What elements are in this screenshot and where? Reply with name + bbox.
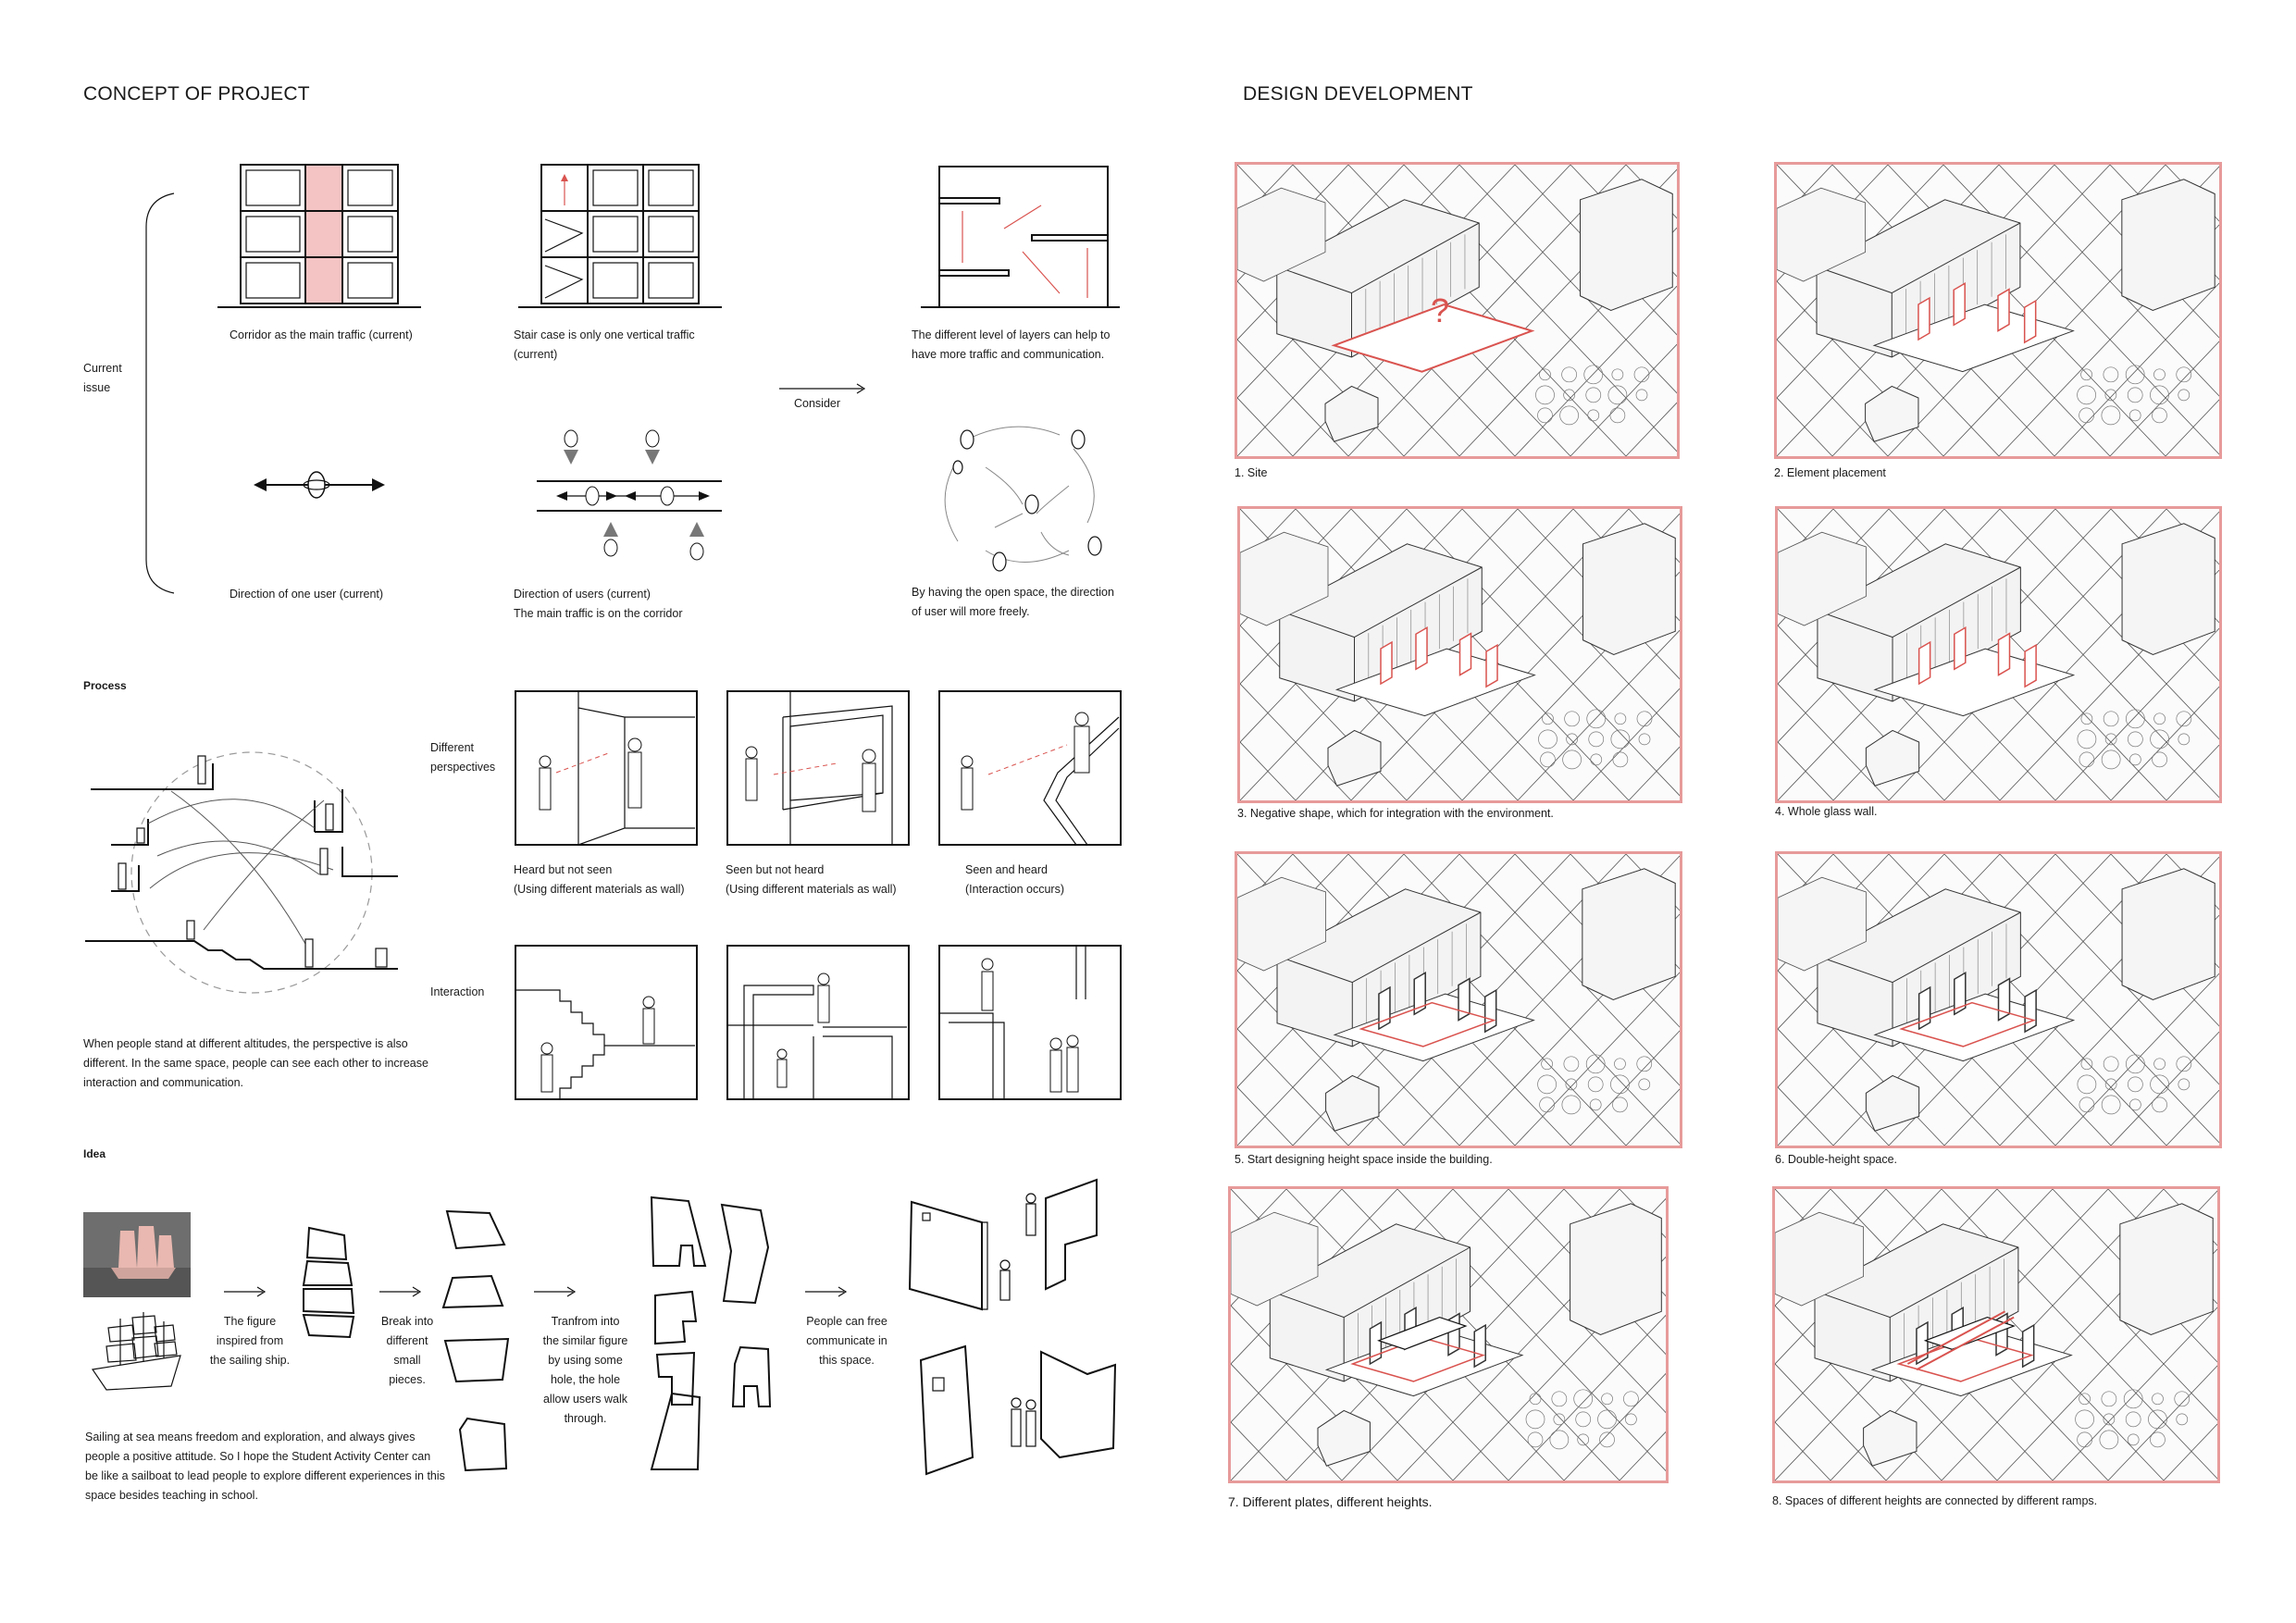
sailing-ship-photo: [83, 1212, 191, 1297]
concept-title: CONCEPT OF PROJECT: [83, 83, 310, 105]
step-4-caption: 4. Whole glass wall.: [1775, 805, 1877, 818]
step-5-caption: 5. Start designing height space inside t…: [1235, 1153, 1493, 1166]
step-8-ramps-drawing: [1772, 1186, 2220, 1483]
step-3-negative-shape-drawing: [1237, 506, 1682, 803]
caption-heard-not-seen: Heard but not seen (Using different mate…: [514, 861, 685, 899]
step-2-site-svg: [1777, 165, 2219, 456]
step-3-site-svg: [1240, 509, 1680, 800]
process-label: Process: [83, 679, 127, 692]
idea-arrow-3: [532, 1284, 578, 1299]
interaction-label: Interaction: [430, 983, 484, 1002]
step-1-site-svg: ?: [1237, 165, 1677, 456]
step-7-caption: 7. Different plates, different heights.: [1228, 1494, 1433, 1509]
step-4-glass-wall-drawing: [1775, 506, 2222, 803]
seen-and-heard-diagram: [937, 689, 1123, 847]
svg-text:?: ?: [1431, 291, 1449, 329]
idea-arrow-4: [803, 1284, 850, 1299]
broken-pieces: [440, 1208, 523, 1476]
caption-open-space: By having the open space, the direction …: [912, 583, 1114, 622]
corridor-diagram: [213, 159, 426, 316]
caption-layers: The different level of layers can help t…: [912, 326, 1110, 365]
caption-seen-and-heard: Seen and heard (Interaction occurs): [965, 861, 1064, 899]
current-issue-bracket: [139, 190, 176, 597]
idea-step-communicate: People can free communicate in this spac…: [796, 1312, 898, 1370]
idea-arrow-2: [378, 1284, 424, 1299]
step-6-caption: 6. Double-height space.: [1775, 1153, 1897, 1166]
caption-stair: Stair case is only one vertical traffic …: [514, 326, 695, 365]
step-1-site-drawing: ?: [1235, 162, 1680, 459]
caption-corridor: Corridor as the main traffic (current): [230, 326, 413, 345]
caption-users: Direction of users (current) The main tr…: [514, 585, 682, 624]
step-6-site-svg: [1778, 854, 2219, 1146]
users-direction-diagram: [532, 427, 736, 566]
interaction-mezzanine-diagram: [726, 944, 911, 1101]
heard-not-seen-diagram: [514, 689, 699, 847]
transformed-figures: [648, 1192, 796, 1479]
caption-consider: Consider: [794, 394, 840, 414]
idea-step-figure: The figure inspired from the sailing shi…: [194, 1312, 305, 1370]
different-perspectives-label: Different perspectives: [430, 738, 495, 777]
caption-one-user: Direction of one user (current): [230, 585, 383, 604]
interaction-stair-diagram: [514, 944, 699, 1101]
seen-not-heard-diagram: [726, 689, 911, 847]
current-issue-label: Current issue: [83, 359, 122, 398]
step-2-caption: 2. Element placement: [1774, 466, 1886, 479]
step-8-caption: 8. Spaces of different heights are conne…: [1772, 1494, 2097, 1507]
step-4-site-svg: [1778, 509, 2219, 800]
step-3-caption: 3. Negative shape, which for integration…: [1237, 807, 1554, 820]
caption-seen-not-heard: Seen but not heard (Using different mate…: [726, 861, 897, 899]
idea-label: Idea: [83, 1147, 105, 1160]
process-description: When people stand at different altitudes…: [83, 1035, 440, 1093]
step-5-site-svg: [1237, 854, 1680, 1146]
step-6-double-height-drawing: [1775, 851, 2222, 1148]
one-user-direction-diagram: [250, 463, 389, 509]
idea-description: Sailing at sea means freedom and explora…: [85, 1428, 446, 1505]
step-2-element-placement-drawing: [1774, 162, 2222, 459]
open-space-direction-diagram: [930, 412, 1124, 578]
idea-step-transform: Tranfrom into the similar figure by usin…: [527, 1312, 643, 1429]
sailing-ship-sketch: [88, 1305, 190, 1393]
step-1-caption: 1. Site: [1235, 466, 1267, 479]
altitude-perspective-diagram: [83, 736, 398, 1004]
step-5-height-space-drawing: [1235, 851, 1682, 1148]
staircase-diagram: [514, 159, 726, 316]
layers-diagram: [912, 159, 1124, 316]
step-7-site-svg: [1231, 1189, 1666, 1481]
interaction-double-height-diagram: [937, 944, 1123, 1101]
step-8-site-svg: [1775, 1189, 2217, 1481]
communication-walls: [902, 1180, 1124, 1485]
step-7-plates-drawing: [1228, 1186, 1669, 1483]
idea-arrow-1: [222, 1284, 268, 1299]
design-development-title: DESIGN DEVELOPMENT: [1243, 83, 1473, 105]
